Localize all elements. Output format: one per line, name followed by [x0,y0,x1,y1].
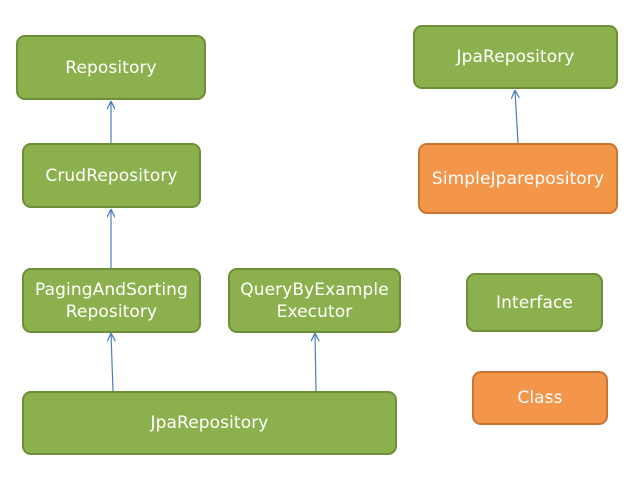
legend-class-label: Class [517,388,563,408]
legend-interface: Interface [466,273,603,332]
arrow-simple-to-jparepository [515,91,518,144]
legend-class: Class [472,371,608,425]
paging-and-sorting-repository-label: PagingAndSorting Repository [35,279,188,322]
query-by-example-executor-node: QueryByExample Executor [228,268,401,333]
simple-jpa-repository-node: SimpleJparepository [418,143,618,214]
paging-and-sorting-repository-node: PagingAndSorting Repository [22,268,201,333]
arrow-jpa-to-paging [111,334,113,392]
query-by-example-executor-label: QueryByExample Executor [240,279,389,322]
jpa-repository-main-label: JpaRepository [150,413,269,433]
jpa-repository-top-node: JpaRepository [413,25,618,89]
crud-repository-label: CrudRepository [45,165,178,186]
jpa-repository-top-label: JpaRepository [456,47,575,67]
legend-interface-label: Interface [495,292,573,313]
arrow-jpa-to-querybyexample [315,334,316,392]
repository-label: Repository [65,57,157,78]
simple-jpa-repository-label: SimpleJparepository [431,168,605,189]
repository-node: Repository [16,35,206,100]
crud-repository-node: CrudRepository [22,143,201,208]
jpa-repository-main-node: JpaRepository [22,391,397,455]
